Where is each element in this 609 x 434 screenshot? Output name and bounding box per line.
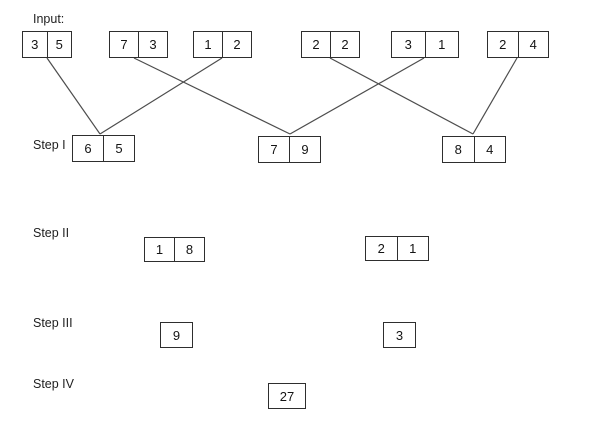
step2-box-1: 1 8 [144,237,205,262]
step2-box-2: 2 1 [365,236,429,261]
step3-box-1-value: 9 [172,327,181,343]
step2-box-1-right: 8 [185,242,194,257]
input-box-4-left: 2 [302,32,331,57]
input-box-1: 3 5 [22,31,72,58]
step4-box-1-value: 27 [279,388,295,404]
step1-box-2: 7 9 [258,136,321,163]
step3-box-2-value: 3 [395,327,404,343]
input-box-3: 1 2 [193,31,252,58]
input-box-6-right: 4 [529,37,537,52]
step1-box-3-left: 8 [443,137,475,162]
input-box-4-right: 2 [341,37,349,52]
input-box-5: 3 1 [391,31,459,58]
step-i-label: Step I [33,138,66,152]
input-box-2-left: 7 [110,32,139,57]
step2-box-2-left: 2 [366,237,398,260]
input-box-3-left: 1 [194,32,223,57]
step1-box-2-right: 9 [301,142,309,157]
input-box-1-left: 3 [23,32,48,57]
input-box-2-right: 3 [149,37,157,52]
connector-input2-step1b [133,57,291,135]
step2-box-1-left: 1 [145,238,175,261]
input-label: Input: [33,12,65,26]
step3-box-1: 9 [160,322,193,348]
connector-input4-step1c [329,57,474,135]
input-box-1-right: 5 [55,37,63,52]
step4-box-1: 27 [268,383,306,409]
input-box-6-left: 2 [488,32,519,57]
connector-input1-step1a [46,57,101,135]
input-box-2: 7 3 [109,31,168,58]
step-ii-label: Step II [33,226,70,240]
step1-box-1-right: 5 [115,141,123,156]
step2-box-2-right: 1 [409,241,417,256]
step-iv-label: Step IV [33,377,74,391]
step3-box-2: 3 [383,322,416,348]
input-box-3-right: 2 [233,37,241,52]
input-box-6: 2 4 [487,31,549,58]
connector-input3-step1a [99,57,223,135]
input-box-5-right: 1 [438,37,446,52]
step1-box-3: 8 4 [442,136,506,163]
step1-box-1-left: 6 [73,136,104,161]
step1-box-3-right: 4 [486,142,494,157]
input-box-4: 2 2 [301,31,360,58]
connector-input6-step1c [472,57,518,135]
connector-input5-step1b [289,57,425,135]
step-iii-label: Step III [33,316,73,330]
step1-box-2-left: 7 [259,137,290,162]
step1-box-1: 6 5 [72,135,135,162]
input-box-5-left: 3 [392,32,426,57]
